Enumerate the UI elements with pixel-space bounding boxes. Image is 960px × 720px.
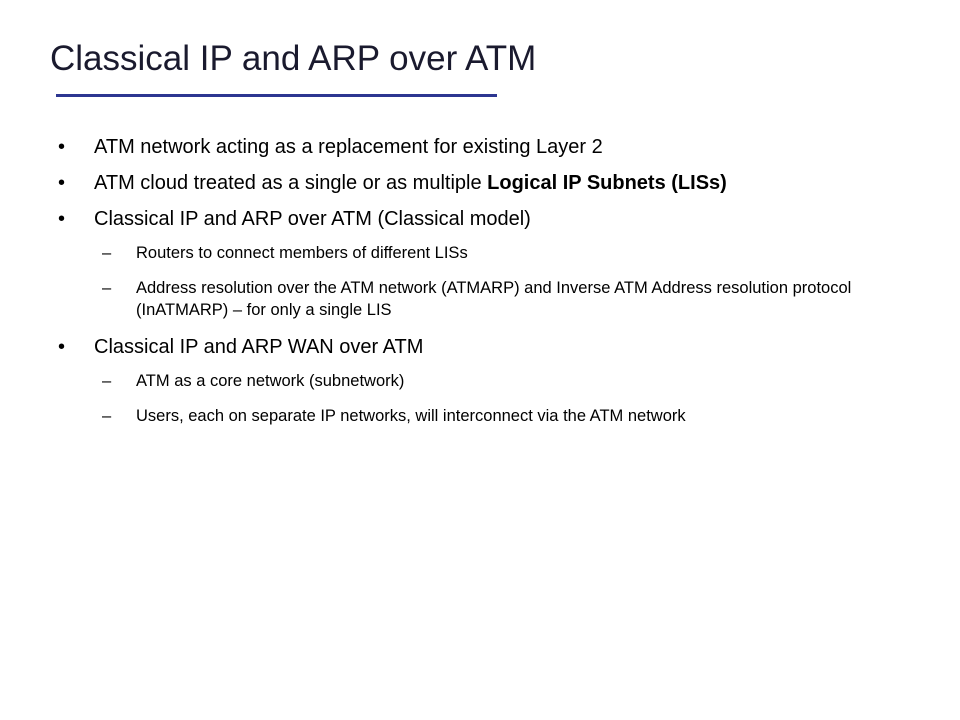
bullet-text: Classical IP and ARP WAN over ATM [94, 336, 424, 358]
bullet-text: Classical IP and ARP over ATM (Classical… [94, 208, 531, 230]
sub-bullet-marker: – [102, 279, 112, 297]
title-underline [56, 94, 497, 97]
sub-bullet-marker: – [102, 407, 112, 425]
sub-bullet-item: – Routers to connect members of differen… [58, 242, 908, 264]
bullet-text: ATM cloud treated as a single or as mult… [94, 172, 488, 194]
sub-bullet-marker: – [102, 244, 112, 262]
sub-bullet-text: Users, each on separate IP networks, wil… [136, 407, 686, 425]
bullet-marker: • [58, 136, 66, 158]
sub-bullet-item: – ATM as a core network (subnetwork) [58, 370, 908, 392]
bullet-item: • ATM cloud treated as a single or as mu… [58, 170, 908, 196]
bullet-text: ATM network acting as a replacement for … [94, 136, 603, 158]
bullet-marker: • [58, 172, 66, 194]
sub-bullet-item: – Users, each on separate IP networks, w… [58, 405, 908, 427]
bullet-item: • ATM network acting as a replacement fo… [58, 134, 908, 160]
sub-bullet-item: – Address resolution over the ATM networ… [58, 277, 908, 321]
sub-bullet-marker: – [102, 372, 112, 390]
slide-content: • ATM network acting as a replacement fo… [58, 134, 908, 440]
bullet-bold-text: Logical IP Subnets (LISs) [487, 172, 727, 194]
bullet-marker: • [58, 208, 66, 230]
sub-bullet-text: Address resolution over the ATM network … [136, 279, 852, 319]
slide-title: Classical IP and ARP over ATM [50, 39, 537, 78]
sub-bullet-text: Routers to connect members of different … [136, 244, 468, 262]
sub-bullet-text: ATM as a core network (subnetwork) [136, 372, 405, 390]
bullet-item: • Classical IP and ARP WAN over ATM [58, 334, 908, 360]
bullet-marker: • [58, 336, 66, 358]
bullet-item: • Classical IP and ARP over ATM (Classic… [58, 206, 908, 232]
